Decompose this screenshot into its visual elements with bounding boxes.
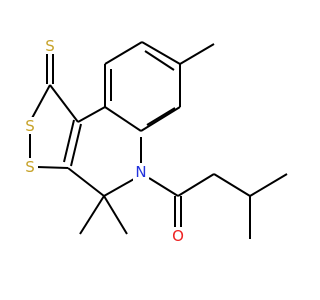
atom-s-ring-upper: S [22, 117, 38, 135]
bond-aryl-methyl [179, 43, 215, 65]
bond-acyl-ch2 [177, 173, 215, 197]
svg-text:S: S [25, 117, 35, 135]
atom-labels: S S S N O [22, 37, 186, 245]
bond-n-acyl [148, 177, 179, 197]
bond-c3a-c4 [67, 167, 105, 197]
bond-fused-b [63, 119, 75, 163]
bond-inner-2 [144, 50, 175, 71]
bond-c9b-c9a [77, 106, 106, 123]
svg-text:S: S [45, 37, 55, 55]
bond-c4-n [103, 178, 135, 197]
bond-inner-1 [146, 107, 176, 126]
bond-c4-me-a [79, 195, 105, 235]
bond-c4-me-b [103, 195, 128, 235]
bond-c9a-c8a [104, 106, 142, 132]
svg-text:O: O [172, 227, 184, 245]
svg-text:S: S [25, 158, 35, 176]
bond-c7-c6 [141, 41, 181, 65]
molecule-structure: S S S N O [22, 37, 288, 245]
bond-c6-c5 [104, 41, 143, 65]
bond-ch-me-up [249, 173, 288, 197]
bond-c8a-c8 [140, 106, 181, 132]
bond-ch2-ch [213, 173, 251, 197]
atom-s-ring-lower: S [22, 158, 38, 176]
atom-o: O [170, 227, 186, 245]
bonds [29, 41, 288, 239]
svg-text:N: N [135, 163, 146, 181]
atom-n: N [133, 163, 149, 181]
bond-c1-s-upper [30, 84, 51, 121]
bond-c1-c9b [49, 84, 79, 123]
structure-canvas: S S S N O [22, 37, 288, 245]
atom-s-thione: S [42, 37, 58, 55]
bond-s-lower-c [36, 166, 69, 169]
bond-fused-a [70, 123, 82, 167]
